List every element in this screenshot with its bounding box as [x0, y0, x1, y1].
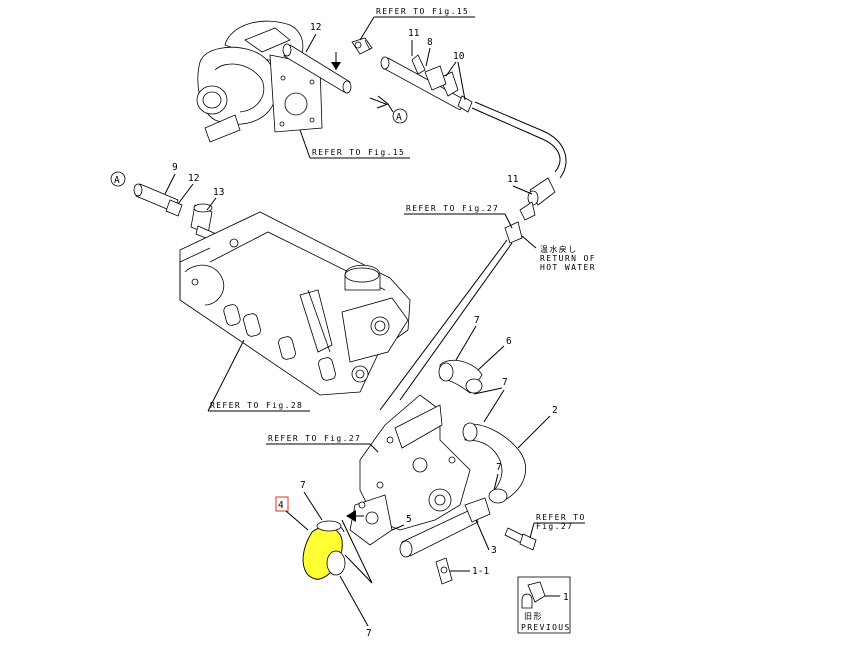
cylinder-head — [179, 211, 411, 396]
ref-fig27-a: REFER TO Fig.27 — [406, 204, 499, 213]
callout-7-d: 7 — [300, 480, 306, 491]
drain-cock — [435, 557, 453, 585]
callout-7-e: 7 — [366, 628, 372, 639]
svg-text:A: A — [396, 112, 402, 123]
return-label-jp: 温水戻し — [540, 244, 578, 254]
turbocharger — [196, 20, 352, 143]
hose-6 — [438, 359, 483, 394]
marker-a-left: A — [110, 171, 126, 187]
pipe-assembly-top-right — [380, 54, 473, 113]
ref-fig27-c-line2: Fig.27 — [536, 522, 573, 531]
callout-13: 13 — [213, 187, 224, 198]
previous-inset: 1 旧形 PREVIOUS — [517, 576, 571, 634]
fitting-11-mid — [519, 177, 556, 221]
previous-en: PREVIOUS — [521, 623, 571, 632]
callout-1: 1 — [563, 592, 569, 603]
bolt-3 — [504, 527, 537, 551]
pipe-13 — [190, 203, 215, 241]
return-fitting — [379, 221, 523, 411]
callout-12-top: 12 — [310, 22, 321, 33]
callout-4: 4 — [278, 500, 284, 511]
ref-fig15-mid: REFER TO Fig.15 — [312, 148, 405, 157]
callout-3: 3 — [491, 545, 497, 556]
callout-8: 8 — [427, 37, 433, 48]
ref-fig27-c-line1: REFER TO — [536, 513, 586, 522]
callouts: 12 11 8 10 9 12 13 11 7 6 7 2 7 7 4 — [164, 22, 558, 639]
ref-fig28: REFER TO Fig.28 — [210, 401, 303, 410]
callout-7-b: 7 — [502, 377, 508, 388]
callout-1-1: 1-1 — [472, 566, 489, 577]
return-hose — [471, 101, 567, 179]
callout-10: 10 — [453, 51, 465, 62]
svg-text:A: A — [114, 175, 120, 186]
callout-5: 5 — [406, 514, 412, 525]
reference-labels: REFER TO Fig.15 REFER TO Fig.15 REFER TO… — [207, 7, 596, 539]
elbow-fitting-top — [351, 37, 373, 55]
marker-a-right: A — [392, 108, 408, 124]
flow-arrows-top — [331, 52, 394, 113]
callout-9: 9 — [172, 162, 178, 173]
hose-2 — [462, 422, 526, 504]
flow-arrow-pump — [346, 510, 364, 522]
ref-fig15-top: REFER TO Fig.15 — [376, 7, 469, 16]
water-pump — [349, 394, 471, 546]
callout-7-a: 7 — [474, 315, 480, 326]
ref-fig27-b: REFER TO Fig.27 — [268, 434, 361, 443]
callout-4-box — [275, 496, 289, 512]
hose-4-highlighted — [302, 519, 373, 584]
return-label-en1: RETURN OF — [540, 254, 596, 263]
callout-11-mid: 11 — [507, 174, 519, 185]
callout-11-top: 11 — [408, 28, 420, 39]
previous-jp: 旧形 — [524, 612, 543, 621]
pipe-9 — [133, 183, 183, 217]
callout-7-c: 7 — [496, 462, 502, 473]
callout-2: 2 — [552, 405, 558, 416]
pipe-5 — [399, 497, 491, 558]
callout-12-left: 12 — [188, 173, 199, 184]
callout-6: 6 — [506, 336, 512, 347]
return-label-en2: HOT WATER — [540, 263, 596, 272]
